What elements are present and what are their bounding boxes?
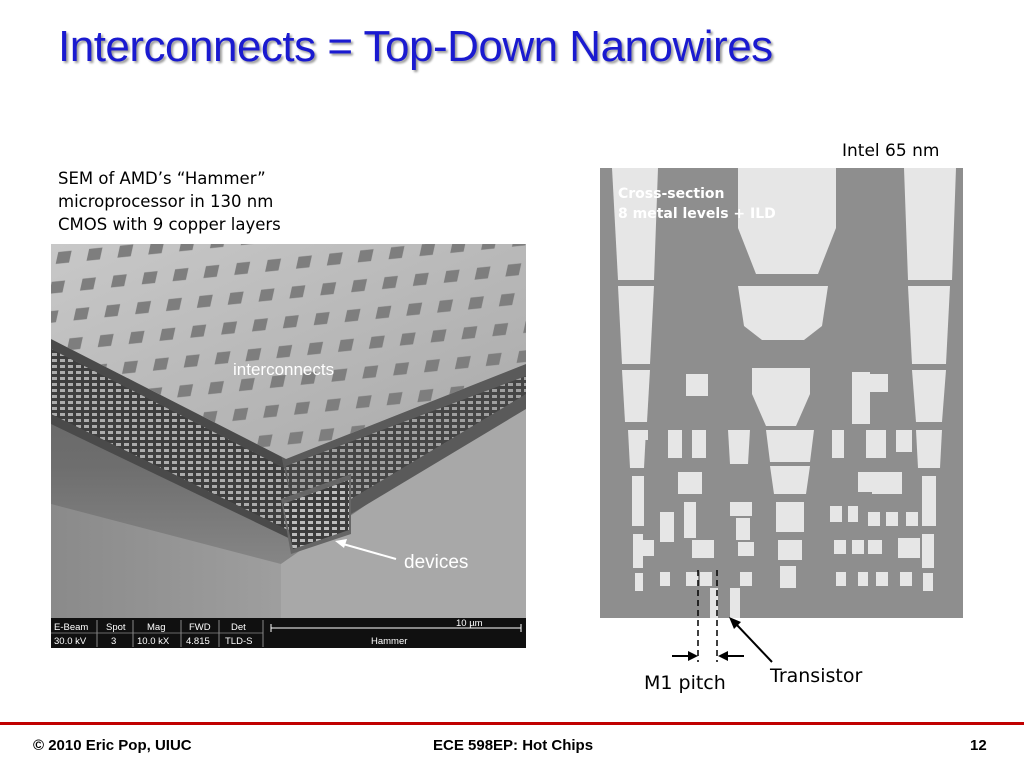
cross-section-label-line2: 8 metal levels + ILD <box>618 206 776 222</box>
databar-header: Spot <box>106 622 126 633</box>
cross-section-caption: Intel 65 nm <box>842 141 940 161</box>
footer-course: ECE 598EP: Hot Chips <box>433 737 594 754</box>
transistor-label: Transistor <box>770 665 863 687</box>
cross-section-label-line1: Cross-section <box>618 186 724 202</box>
sem-image: interconnects devices E-Beam Spot Mag FW… <box>51 244 526 648</box>
m1-pitch-label: M1 pitch <box>644 672 726 694</box>
databar-value: 10.0 kX <box>137 636 170 647</box>
databar-value: TLD-S <box>225 636 252 647</box>
cross-section-image: Cross-section 8 metal levels + ILD <box>600 168 963 618</box>
devices-arrow <box>342 543 397 560</box>
scale-bar-label: 10 µm <box>456 618 483 629</box>
footer-page-number: 12 <box>970 737 987 754</box>
transistor-arrow <box>735 623 773 663</box>
interconnects-label: interconnects <box>233 360 334 379</box>
footer-copyright: © 2010 Eric Pop, UIUC <box>33 737 192 754</box>
sem-caption: SEM of AMD’s “Hammer” microprocessor in … <box>58 167 281 236</box>
databar-header: FWD <box>189 622 211 633</box>
databar-header: Mag <box>147 622 165 633</box>
databar-header: Det <box>231 622 246 633</box>
transistor-arrowhead <box>729 617 741 629</box>
devices-label: devices <box>404 552 468 573</box>
databar-value: 3 <box>111 636 116 647</box>
sample-name: Hammer <box>371 636 407 647</box>
databar-header: E-Beam <box>54 622 88 633</box>
footer-divider <box>0 722 1024 725</box>
sem-caption-line: CMOS with 9 copper layers <box>58 215 281 234</box>
databar-value: 4.815 <box>186 636 210 647</box>
slide-title: Interconnects = Top-Down Nanowires <box>58 22 773 71</box>
sem-caption-line: microprocessor in 130 nm <box>58 192 274 211</box>
sem-caption-line: SEM of AMD’s “Hammer” <box>58 169 266 188</box>
databar-value: 30.0 kV <box>54 636 87 647</box>
devices-arrowhead <box>335 539 347 548</box>
